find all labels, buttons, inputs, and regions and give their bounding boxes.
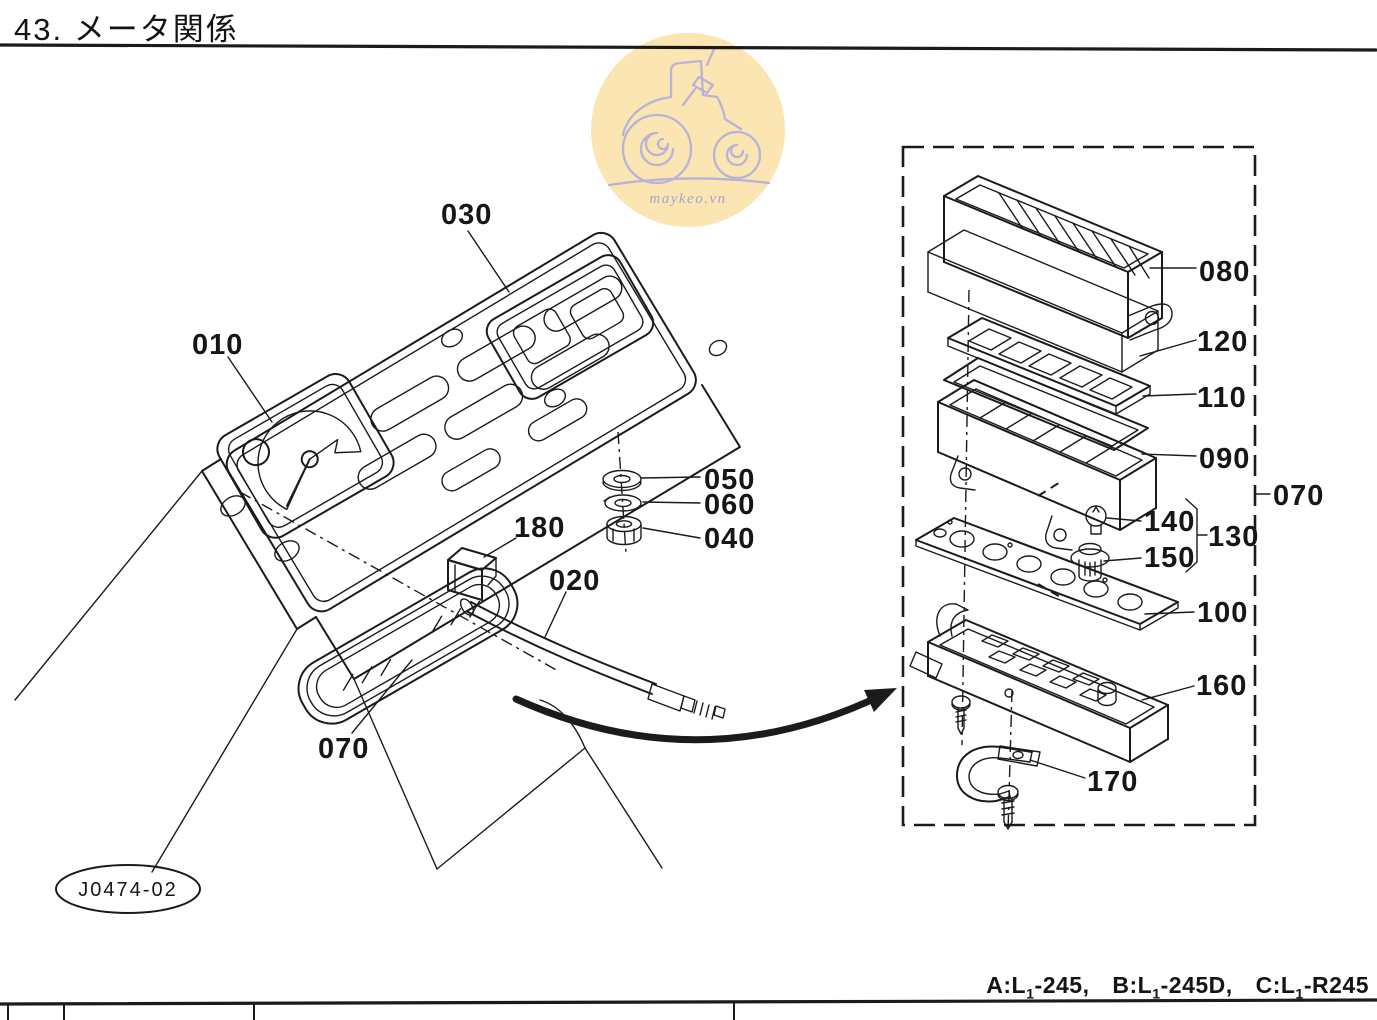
tractor-icon [607,45,771,187]
callout-030-label: 030 [441,199,492,231]
title-underline [0,43,1377,52]
callout-110-label: 110 [1197,382,1247,414]
detail-boundary [901,145,1257,827]
callout-070-assembly-label: 070 [1273,480,1324,512]
callout-020-label: 020 [549,565,600,597]
model-a: A:L1-245, [986,972,1090,1003]
callout-120-label: 120 [1197,326,1248,358]
footer-table-lines [0,998,1377,1020]
tractor-watermark-icon: maykeo.vn [607,45,771,207]
bottom-cover-160 [909,603,1169,763]
panel-holes [220,328,728,562]
callout-100-label: 100 [1197,597,1248,629]
callout-150-label: 150 [1144,542,1195,574]
clip-180 [447,547,497,601]
case-lower-090 [937,379,1157,551]
callout-040-label: 040 [704,523,755,555]
meter-case-080 [927,175,1173,373]
watermark-label: maykeo.vn [649,191,726,207]
model-c: C:L1-R245 [1255,972,1369,1003]
model-applicability-note: A:L1-245, B:L1-245D, C:L1-R245 [970,972,1369,1003]
socket-150 [1070,542,1110,582]
meter-hood [485,254,655,400]
right-callouts: 080 120 110 090 070 140 130 150 100 160 … [1087,256,1324,798]
callout-080-label: 080 [1199,256,1250,288]
panel-slots [357,275,623,492]
callout-060-label: 060 [704,489,755,521]
screw-large [997,784,1019,830]
watermark-badge: maykeo.vn [591,33,785,227]
fastener-stack [602,431,644,555]
spring-washer-060 [603,494,644,512]
model-b: B:L1-245D, [1112,972,1233,1003]
instrument-panel-drawing [14,230,897,873]
callout-160-label: 160 [1196,670,1247,702]
detail-arrow [512,688,897,744]
callout-070-panel-label: 070 [318,733,369,765]
callout-170-label: 170 [1087,766,1138,798]
washer-050 [602,469,642,492]
nut-040 [606,515,642,546]
meter-cable [459,598,726,720]
speedometer-gauge [216,372,395,539]
lens-120 [947,317,1151,415]
figure-stamp-label: J0474-02 [78,879,177,901]
figure-stamp: J0474-02 [55,864,201,914]
left-leader-lines [227,230,701,734]
left-callouts: 030 010 050 060 040 180 020 070 [192,199,755,765]
callout-130-label: 130 [1208,521,1259,553]
callout-140-label: 140 [1144,506,1195,538]
meter-window [297,567,519,725]
page-title: 43. メータ関係 [14,12,239,47]
meter-plate-100 [915,517,1179,631]
exploded-view-box [901,145,1271,833]
right-leader-lines [1029,267,1271,779]
callout-180-label: 180 [514,512,565,544]
screw-small [951,695,971,735]
callout-010-label: 010 [192,329,243,361]
bulb-140 [1085,505,1107,535]
callout-050-label: 050 [704,464,755,496]
callout-090-label: 090 [1199,443,1250,475]
